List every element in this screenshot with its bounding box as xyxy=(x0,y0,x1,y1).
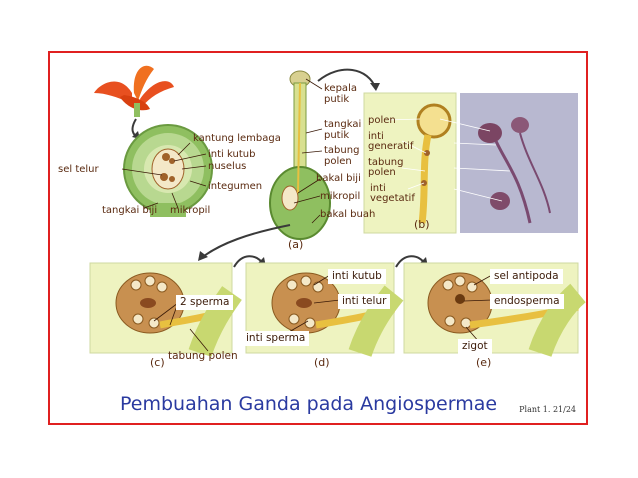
label-tabung-polen-pollen-2: polen xyxy=(368,167,396,178)
label-inti-kutub: inti kutub xyxy=(208,149,256,160)
label-bakal-biji: bakal biji xyxy=(316,173,361,184)
label-inti-vegetatif-2: vegetatif xyxy=(370,193,415,204)
panel-letter-b: (b) xyxy=(414,218,430,231)
label-polen: polen xyxy=(368,115,396,126)
label-tangkai-putik-2: putik xyxy=(324,130,350,141)
slide-frame: kantung lembaga inti kutub nuselus sel t… xyxy=(48,51,588,425)
panel-letter-e: (e) xyxy=(476,356,492,369)
label-endosperma: endosperma xyxy=(490,294,564,309)
label-tabung-polen-pollen-1: tabung xyxy=(368,157,404,168)
ovule-leader-lines xyxy=(121,142,207,209)
label-tabung-polen-c: tabung polen xyxy=(168,350,238,362)
pollen-tube xyxy=(418,134,432,224)
ovule-illustration xyxy=(123,124,213,217)
micrograph-photo xyxy=(460,93,578,233)
panel-letter-c: (c) xyxy=(150,356,165,369)
label-bakal-buah: bakal buah xyxy=(320,209,376,220)
label-inti-telur: inti telur xyxy=(338,294,391,309)
panel-letter-a: (a) xyxy=(288,238,304,251)
panel-letter-d: (d) xyxy=(314,356,330,369)
label-inti-vegetatif-1: inti xyxy=(370,183,386,194)
label-inti-sperma: inti sperma xyxy=(242,331,310,346)
label-kepala-putik-1: kepala xyxy=(324,83,357,94)
label-inti-kutub-d: inti kutub xyxy=(328,269,386,284)
label-kepala-putik-2: putik xyxy=(324,94,350,105)
label-inti-generatif-1: inti xyxy=(368,131,384,142)
label-inti-generatif-2: generatif xyxy=(368,141,414,152)
label-nuselus: nuselus xyxy=(208,161,247,172)
slide-title: Pembuahan Ganda pada Angiospermae xyxy=(120,393,498,415)
label-tabung-polen-1: tabung xyxy=(324,145,360,156)
pollen-grain xyxy=(416,103,452,139)
label-tabung-polen-2: polen xyxy=(324,156,352,167)
pistil-illustration xyxy=(269,70,331,240)
label-integumen: integumen xyxy=(208,181,263,192)
slide-code: Plant 1. 21/24 xyxy=(519,405,576,414)
pistil-leader-lines xyxy=(293,78,323,224)
label-tangkai-putik-1: tangkai xyxy=(324,119,362,130)
diagram-illustration xyxy=(89,65,586,358)
label-tangkai-biji: tangkai biji xyxy=(102,205,158,216)
label-2-sperma: 2 sperma xyxy=(176,295,234,310)
label-mikropil-ovule: mikropil xyxy=(170,205,211,216)
flower-icon xyxy=(94,65,174,117)
pollen-leader-lines xyxy=(387,118,427,190)
arrow-to-fertilization xyxy=(199,224,291,260)
label-sel-antipoda: sel antipoda xyxy=(490,269,563,284)
label-kantung-lembaga: kantung lembaga xyxy=(193,133,281,144)
label-mikropil-pistil: mikropil xyxy=(320,191,361,202)
label-sel-telur: sel telur xyxy=(58,164,99,175)
label-zigot: zigot xyxy=(458,339,492,354)
